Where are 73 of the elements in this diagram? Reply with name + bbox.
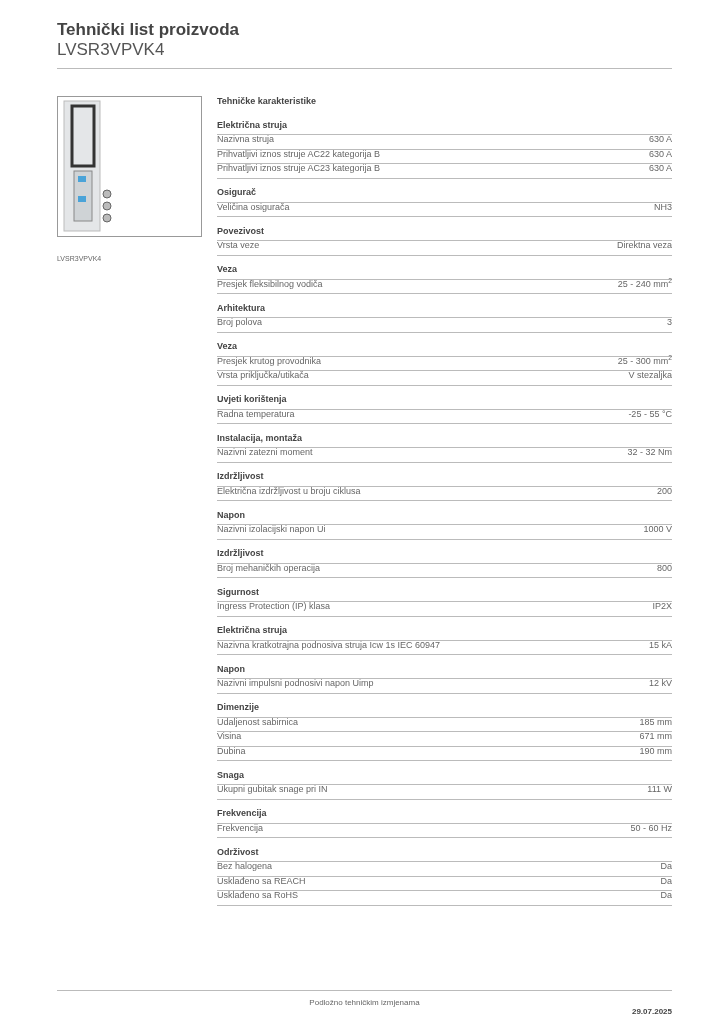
property-value: Da [660, 874, 672, 888]
property-value: 671 mm [639, 730, 672, 743]
group-heading: Instalacija, montaža [217, 433, 672, 448]
property-value: 190 mm [639, 744, 672, 758]
group-heading: Dimenzije [217, 702, 672, 718]
property-name: Nazivni izolacijski napon Ui [217, 523, 326, 536]
property-value: -25 - 55 °C [628, 407, 672, 421]
property-name: Vrsta priključka/utikača [217, 369, 309, 382]
property-value: 12 kV [649, 677, 672, 690]
property-name: Dubina [217, 744, 246, 758]
property-name: Broj polova [217, 316, 263, 329]
property-name: Nazivna struja [217, 133, 275, 146]
property-name: Prihvatljivi iznos struje AC23 kategorija B [217, 162, 381, 175]
property-name: Prihvatljivi iznos struje AC22 kategorija B [217, 147, 381, 161]
group-heading: Napon [217, 510, 672, 525]
footer-note: Podložno tehničkim izmjenama [309, 997, 420, 1009]
group-heading: Održivost [217, 847, 672, 862]
property-value: 200 [656, 484, 672, 498]
property-value: NH3 [654, 200, 672, 214]
property-value: 25 - 240 mm$^{2}$ [617, 277, 672, 291]
property-value: Da [660, 860, 672, 873]
property-name: Presjek krutog provodnika [217, 354, 322, 368]
group-heading: Veza [217, 341, 672, 357]
property-name: Radna temperatura [217, 407, 295, 421]
group-heading: Izdržljivost [217, 471, 672, 487]
group-heading: Veza [217, 264, 672, 280]
property-value: Direktna veza [616, 239, 672, 252]
property-name: Usklađeno sa RoHS [217, 889, 299, 902]
group-heading: Napon [217, 664, 672, 679]
property-value: 25 - 300 mm$^{2}$ [617, 354, 672, 368]
property-value: 15 kA [649, 638, 672, 652]
page-title: Tehnički list proizvoda [57, 20, 239, 40]
property-value: 3 [667, 316, 672, 329]
property-value: 32 - 32 Nm [627, 446, 672, 459]
property-name: Bez halogena [217, 860, 273, 873]
property-value: 630 A [648, 133, 672, 146]
group-heading: Arhitektura [217, 303, 672, 318]
property-value: 630 A [648, 162, 672, 175]
property-name: Presjek fleksibilnog vodiča [217, 277, 323, 291]
property-value: 50 - 60 Hz [630, 821, 672, 835]
property-name: Broj mehaničkih operacija [217, 561, 321, 575]
property-name: Visina [217, 730, 242, 743]
property-value: 630 A [648, 147, 672, 161]
property-name: Električna izdržljivost u broju ciklusa [217, 484, 361, 498]
group-heading: Snaga [217, 770, 672, 785]
footer-date: 29.07.2025 [631, 1007, 672, 1016]
property-value: Da [660, 889, 672, 902]
group-heading: Izdržljivost [217, 548, 672, 564]
property-name: Nazivni impulsni podnosivi napon Uimp [217, 677, 374, 690]
property-value: 1000 V [643, 523, 672, 536]
property-value: 185 mm [639, 715, 672, 729]
group-heading: Sigurnost [217, 587, 672, 602]
property-name: Vrsta veze [217, 239, 260, 252]
group-heading: Električna struja [217, 625, 672, 641]
section-title: Tehničke karakteristike [217, 95, 317, 107]
property-name: Nazivni zatezni moment [217, 446, 313, 459]
property-value: 111 W [647, 783, 672, 796]
property-value: V stezaljka [628, 369, 672, 382]
property-name: Frekvencija [217, 821, 263, 835]
property-value: 800 [656, 561, 672, 575]
group-heading: Uvjeti korištenja [217, 394, 672, 410]
property-name: Ingress Protection (IP) klasa [217, 600, 331, 613]
group-heading: Povezivost [217, 226, 672, 241]
product-code: LVSR3VPVK4 [57, 40, 166, 60]
property-name: Nazivna kratkotrajna podnosiva struja Icw 1s IEC 60947 [217, 638, 441, 652]
group-heading: Frekvencija [217, 808, 672, 824]
property-value: IP2X [652, 600, 672, 613]
property-name: Usklađeno sa REACH [217, 874, 306, 888]
property-name: Udaljenost sabirnica [217, 715, 299, 729]
group-heading: Električna struja [217, 120, 672, 135]
property-name: Ukupni gubitak snage pri IN [217, 783, 328, 796]
group-heading: Osigurač [217, 187, 672, 203]
property-name: Veličina osigurača [217, 200, 290, 214]
